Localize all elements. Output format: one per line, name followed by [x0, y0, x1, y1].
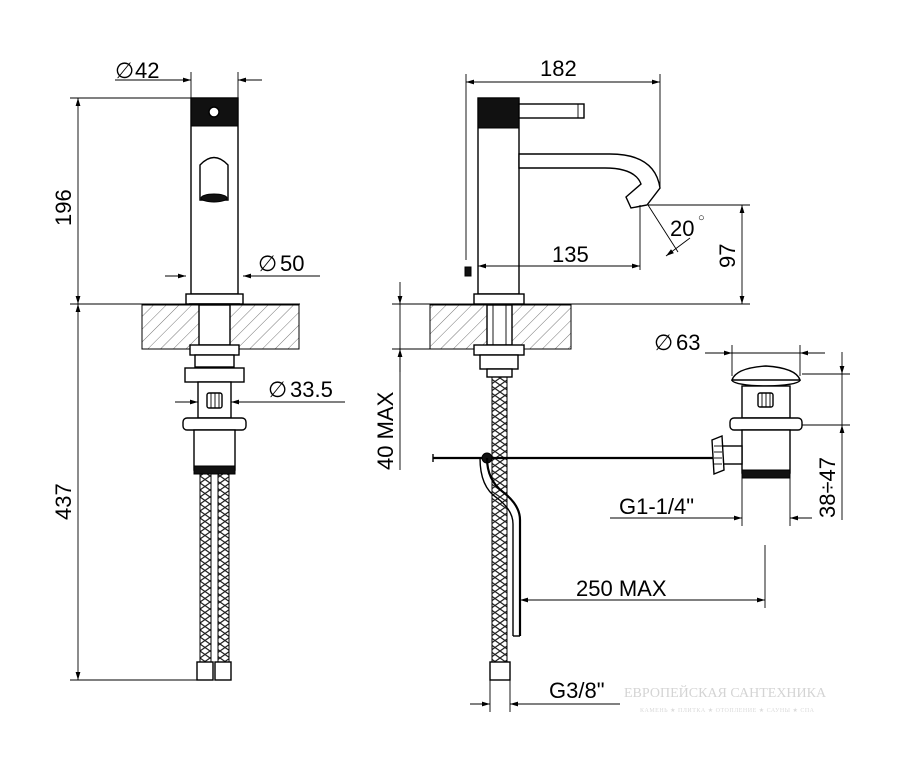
dim-body-height: 196	[51, 189, 76, 226]
dim-base-diameter: 50	[280, 251, 304, 276]
spout	[518, 153, 661, 209]
dim-hose-thread: G3/8"	[549, 678, 605, 703]
dim-top-diameter: 42	[135, 58, 159, 83]
diameter-symbol-50: ∅	[258, 251, 277, 276]
dim-spout-reach: 135	[552, 242, 589, 267]
dim-max-deck-thickness: 40 MAX	[373, 391, 398, 470]
side-view: 182 135 20 ○ 97 40 MAX 250 MAX	[373, 56, 766, 712]
watermark: ЕВРОПЕЙСКАЯ САНТЕХНИКА КАМЕНЬ ★ ПЛИТКА ★…	[624, 684, 827, 714]
handle-lever	[518, 103, 585, 119]
dim-hose-length: 437	[51, 483, 76, 520]
diameter-symbol-33: ∅	[268, 377, 287, 402]
dim-waste-height-range: 38÷47	[815, 457, 840, 518]
watermark-title: ЕВРОПЕЙСКАЯ САНТЕХНИКА	[624, 684, 827, 701]
degree-symbol: ○	[698, 212, 705, 224]
dim-waste-thread: G1-1/4"	[619, 494, 694, 519]
hose-side	[491, 376, 508, 665]
dim-shank-diameter: 33.5	[290, 377, 333, 402]
handle-top-side	[477, 97, 520, 129]
waste-view: ∅ 63 38÷47 G1-1/4"	[610, 330, 850, 526]
hose-front-right	[217, 473, 230, 665]
watermark-tagline: КАМЕНЬ ★ ПЛИТКА ★ ОТОПЛЕНИЕ ★ САУНЫ ★ СП…	[640, 707, 815, 714]
diameter-symbol-42: ∅	[115, 58, 134, 83]
hose-front-left	[199, 473, 212, 665]
front-view: ∅ 42 196 ∅ 50 ∅ 33.5 437	[51, 58, 345, 681]
dim-overall-depth: 182	[540, 56, 577, 81]
dim-waste-diameter: 63	[676, 330, 700, 355]
dim-max-rod-length: 250 MAX	[576, 576, 667, 601]
diameter-symbol-63: ∅	[654, 330, 673, 355]
dim-spout-height: 97	[715, 244, 740, 268]
dim-spout-angle: 20	[670, 216, 694, 241]
